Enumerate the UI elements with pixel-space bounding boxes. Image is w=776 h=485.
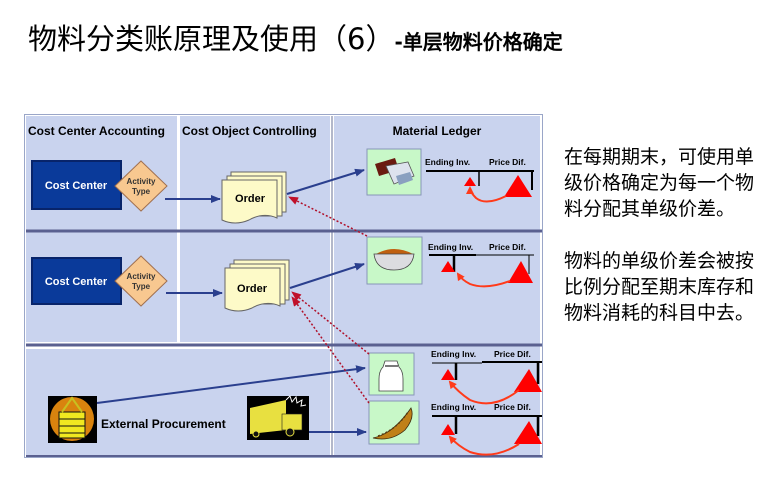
banana-icon bbox=[372, 407, 413, 440]
order-label: Order bbox=[237, 283, 268, 295]
price-dif-triangle bbox=[504, 175, 532, 197]
title-sub: -单层物料价格确定 bbox=[394, 30, 563, 54]
order-stack[interactable] bbox=[221, 171, 287, 224]
bowl-icon bbox=[373, 249, 415, 271]
procurement-row: External Procurement Ending Inv. Price D… bbox=[48, 349, 542, 456]
feedback-arrow bbox=[288, 196, 368, 237]
feedback-arrow bbox=[291, 296, 370, 404]
flow-arrow bbox=[96, 365, 366, 404]
external-procurement-label: External Procurement bbox=[101, 417, 226, 431]
explanation-paragraph-2: 物料的单级价差会被按比例分配至期末库存和物料消耗的科目中去。 bbox=[564, 250, 755, 324]
allocation-arrow bbox=[448, 380, 520, 405]
cost-center-label: Cost Center bbox=[45, 276, 108, 288]
ending-inv-label: Ending Inv. bbox=[425, 157, 470, 167]
price-dif-label: Price Dif. bbox=[494, 349, 531, 359]
ending-inv-triangle bbox=[441, 261, 455, 272]
material-ledger-diagram: Cost Center Accounting Cost Object Contr… bbox=[24, 114, 543, 458]
milk-bottle-icon bbox=[378, 360, 404, 392]
explanation-paragraph-1: 在每期期末，可使用单级价格确定为每一个物料分配其单级价差。 bbox=[564, 146, 755, 220]
panel-cost-center-accounting bbox=[26, 116, 177, 342]
allocation-arrow bbox=[456, 272, 511, 288]
price-dif-label: Price Dif. bbox=[494, 402, 531, 412]
column-header-material-ledger: Material Ledger bbox=[393, 124, 482, 138]
activity-type-diamond[interactable] bbox=[114, 255, 168, 307]
activity-type-label: Type bbox=[132, 282, 151, 291]
ending-inv-label: Ending Inv. bbox=[428, 242, 473, 252]
allocation-arrow bbox=[466, 186, 507, 203]
column-header-cost-object-controlling: Cost Object Controlling bbox=[182, 124, 317, 138]
price-dif-triangle bbox=[508, 261, 533, 283]
price-dif-triangle bbox=[514, 421, 542, 444]
feedback-arrow bbox=[291, 291, 370, 355]
flow-arrow bbox=[286, 168, 365, 195]
explanation-text: 在每期期末，可使用单级价格确定为每一个物料分配其单级价差。 物料的单级价差会被按… bbox=[564, 144, 764, 352]
panel-cost-object-controlling bbox=[180, 116, 330, 342]
row-2: Cost Center Activity Type Order Ending I… bbox=[31, 236, 534, 312]
activity-type-diamond[interactable] bbox=[114, 160, 168, 212]
ending-inv-triangle bbox=[441, 369, 455, 380]
ending-inv-triangle bbox=[464, 177, 476, 186]
activity-type-label: Activity bbox=[127, 177, 156, 186]
page-title: 物料分类账原理及使用（6）-单层物料价格确定 bbox=[28, 16, 563, 58]
price-dif-label: Price Dif. bbox=[489, 157, 526, 167]
row-1: Cost Center Activity Type Order Ending I… bbox=[31, 148, 534, 224]
allocation-arrow bbox=[448, 435, 520, 456]
title-main: 物料分类账原理及使用（6） bbox=[28, 22, 395, 56]
order-label: Order bbox=[235, 193, 266, 205]
activity-type-label: Type bbox=[132, 187, 151, 196]
cost-center-box[interactable] bbox=[31, 160, 122, 210]
flow-arrow bbox=[289, 262, 365, 289]
cost-center-label: Cost Center bbox=[45, 180, 108, 192]
order-stack[interactable] bbox=[224, 259, 290, 312]
ending-inv-label: Ending Inv. bbox=[431, 349, 476, 359]
chocolate-bar-icon bbox=[375, 158, 415, 185]
column-header-cost-center-accounting: Cost Center Accounting bbox=[28, 124, 165, 138]
price-dif-label: Price Dif. bbox=[489, 242, 526, 252]
price-dif-triangle bbox=[514, 369, 542, 392]
ending-inv-label: Ending Inv. bbox=[431, 402, 476, 412]
activity-type-label: Activity bbox=[127, 272, 156, 281]
ending-inv-triangle bbox=[441, 424, 455, 435]
